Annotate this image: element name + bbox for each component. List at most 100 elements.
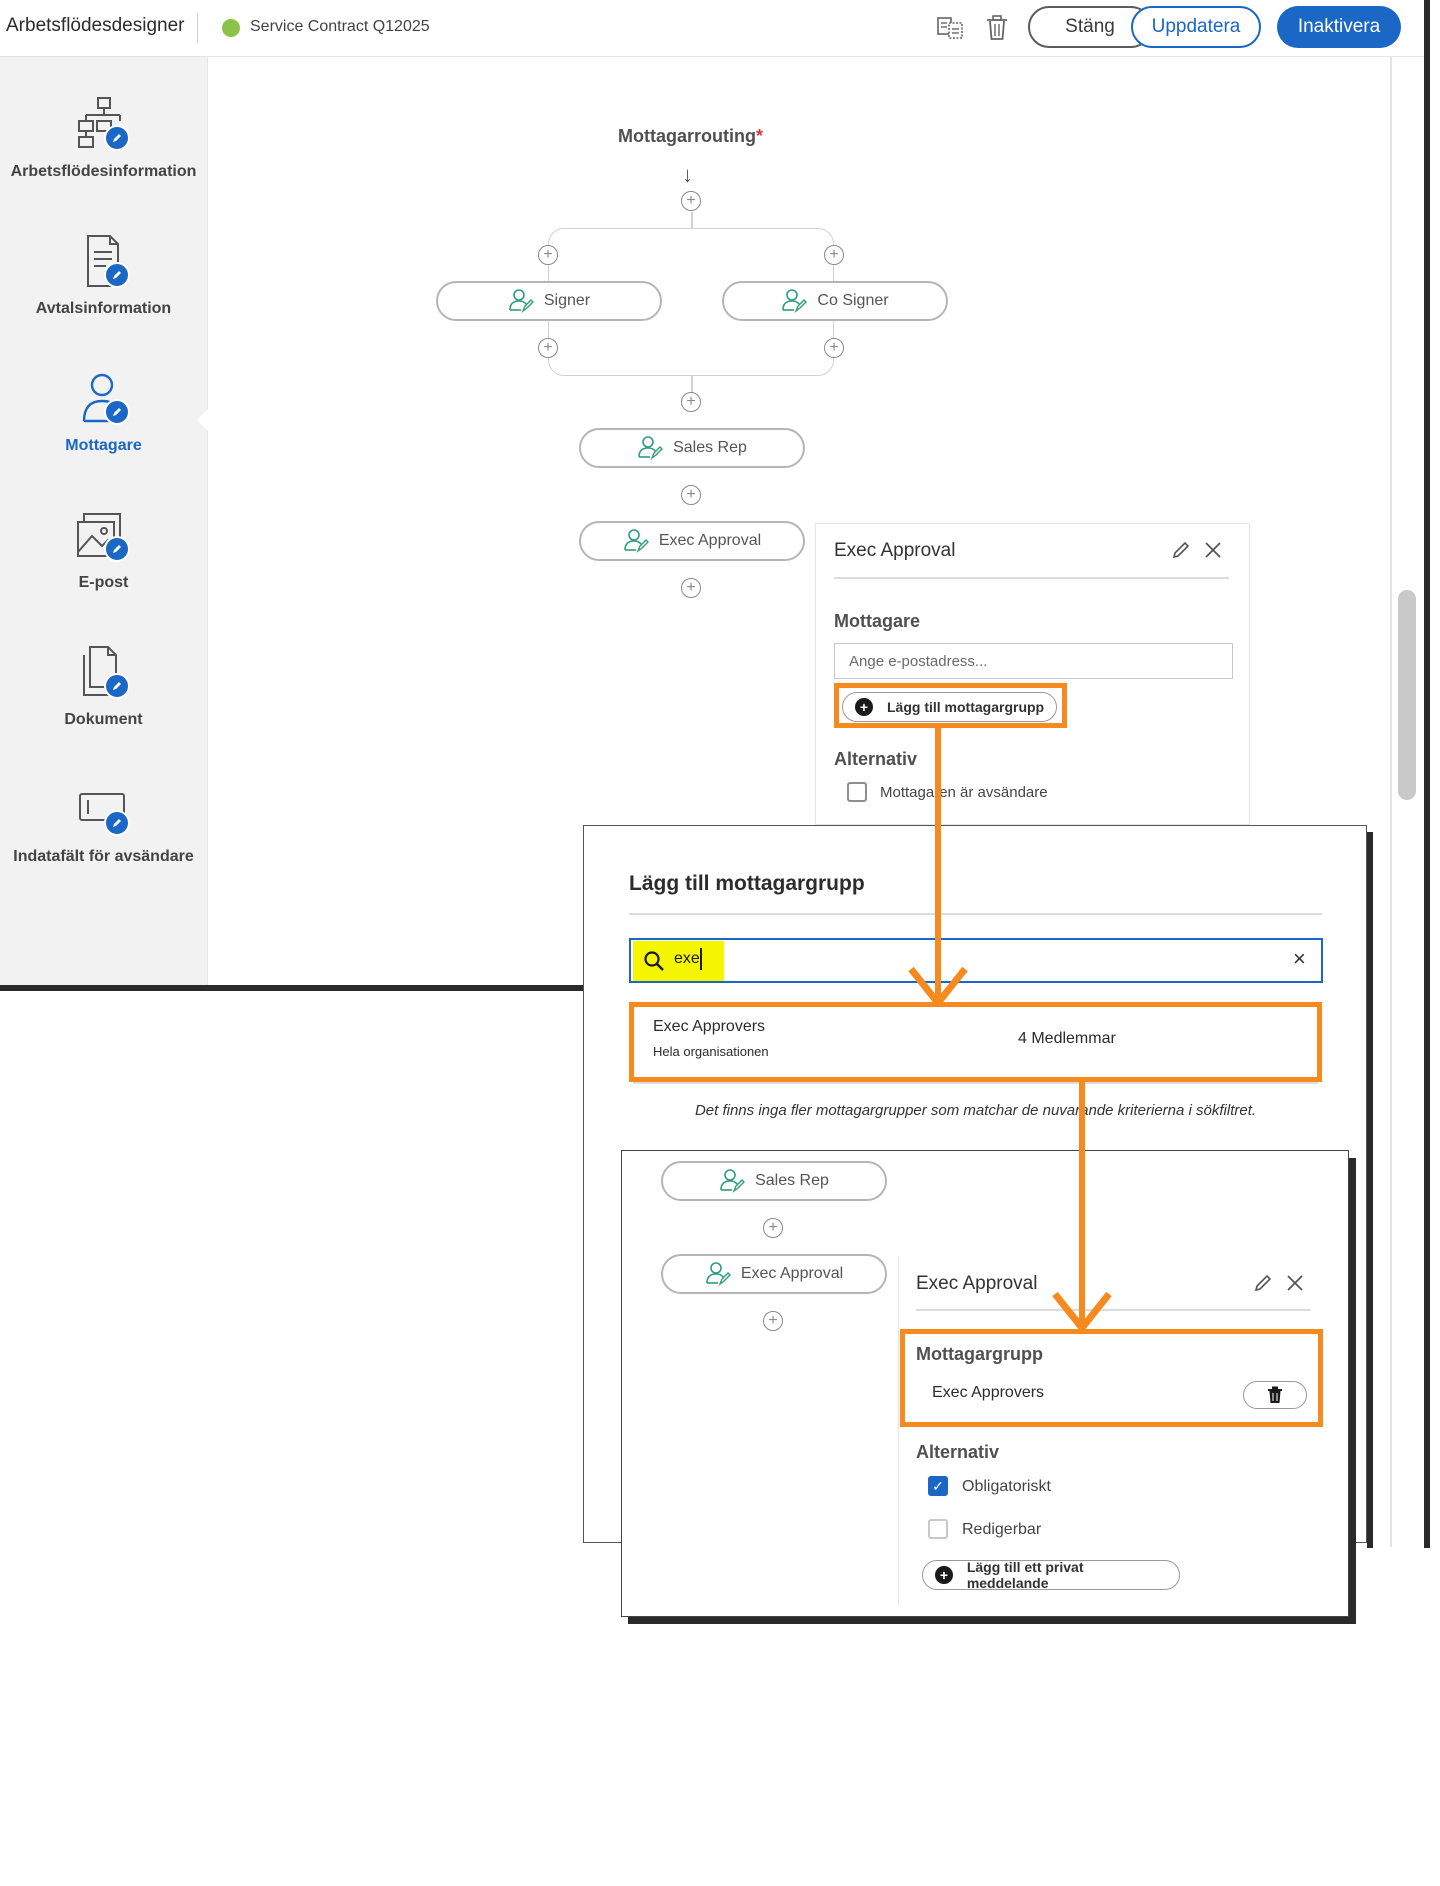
workflow-icon bbox=[74, 95, 134, 155]
add-step-icon[interactable]: + bbox=[763, 1218, 783, 1238]
node-exec-approval[interactable]: Exec Approval bbox=[579, 521, 805, 561]
annotation-box bbox=[900, 1329, 1323, 1427]
node-sales-rep[interactable]: Sales Rep bbox=[661, 1161, 887, 1201]
status-indicator bbox=[222, 19, 240, 37]
trash-icon bbox=[1268, 1386, 1282, 1403]
add-private-message-button[interactable]: + Lägg till ett privat meddelande bbox=[922, 1559, 1180, 1591]
sidebar-item-documents[interactable]: Dokument bbox=[0, 643, 207, 729]
annotation-arrow bbox=[935, 728, 941, 1000]
search-icon bbox=[643, 950, 665, 977]
add-step-icon[interactable]: + bbox=[763, 1311, 783, 1331]
node-label: Exec Approval bbox=[740, 1265, 844, 1282]
sidebar-item-label: Mottagare bbox=[65, 437, 142, 454]
update-button[interactable]: Uppdatera bbox=[1131, 6, 1261, 48]
button-label: Lägg till mottagargrupp bbox=[887, 699, 1045, 715]
recipient-icon bbox=[509, 289, 534, 314]
document-icon bbox=[74, 643, 134, 703]
scrollbar[interactable] bbox=[1398, 590, 1416, 800]
deactivate-button[interactable]: Inaktivera bbox=[1277, 6, 1401, 48]
sidebar-item-email[interactable]: E-post bbox=[0, 506, 207, 592]
divider bbox=[633, 1082, 1318, 1084]
connector bbox=[691, 212, 693, 228]
no-more-groups-text: Det finns inga fler mottagargrupper som … bbox=[694, 1102, 1257, 1119]
group-name: Exec Approvers bbox=[653, 1018, 766, 1035]
email-field[interactable]: Ange e-postadress... bbox=[834, 643, 1233, 679]
text-cursor bbox=[700, 948, 702, 970]
canvas-border bbox=[1390, 57, 1392, 1547]
node-co-signer[interactable]: Co Signer bbox=[722, 281, 948, 321]
recipient-group-heading: Mottagargrupp bbox=[916, 1344, 1043, 1364]
close-icon[interactable] bbox=[1285, 1273, 1305, 1298]
add-step-icon[interactable]: + bbox=[681, 485, 701, 505]
detail-shadow bbox=[628, 1617, 1356, 1624]
add-icon: + bbox=[855, 698, 873, 716]
sender-option-label: Mottagaren är avsändare bbox=[880, 784, 1048, 801]
add-step-icon[interactable]: + bbox=[681, 392, 701, 412]
sidebar-item-label: Avtalsinformation bbox=[35, 300, 172, 317]
search-highlight bbox=[633, 941, 724, 981]
add-step-icon[interactable]: + bbox=[824, 338, 844, 358]
dialog-title: Lägg till mottagargrupp bbox=[629, 872, 865, 895]
editable-option-label: Redigerbar bbox=[962, 1521, 1042, 1538]
node-exec-approval[interactable]: Exec Approval bbox=[661, 1254, 887, 1294]
button-label: Lägg till ett privat meddelande bbox=[966, 1559, 1084, 1591]
node-label: Sales Rep bbox=[755, 1172, 829, 1189]
active-indicator bbox=[197, 409, 208, 431]
sidebar-item-workflow-info[interactable]: Arbetsflödesinformation bbox=[0, 95, 207, 181]
assigned-group-name: Exec Approvers bbox=[932, 1384, 1045, 1401]
compare-icon[interactable] bbox=[937, 14, 965, 42]
divider bbox=[834, 577, 1229, 579]
group-recipient-panel bbox=[898, 1256, 1329, 1606]
add-step-icon[interactable]: + bbox=[824, 245, 844, 265]
group-search-input[interactable] bbox=[629, 938, 1323, 983]
arrow-down-icon: ↓ bbox=[682, 162, 693, 187]
editable-checkbox[interactable] bbox=[928, 1519, 948, 1539]
divider bbox=[916, 1309, 1311, 1311]
add-step-icon[interactable]: + bbox=[681, 578, 701, 598]
node-signer[interactable]: Signer bbox=[436, 281, 662, 321]
app-title: Arbetsflödesdesigner bbox=[6, 15, 185, 36]
window-shadow bbox=[1424, 0, 1430, 1548]
group-scope: Hela organisationen bbox=[653, 1044, 769, 1059]
divider bbox=[629, 913, 1322, 915]
routing-title: Mottagarrouting* bbox=[618, 126, 763, 146]
detail-shadow bbox=[1349, 1158, 1356, 1624]
sender-checkbox[interactable] bbox=[847, 782, 867, 802]
edit-icon[interactable] bbox=[1171, 540, 1191, 565]
node-label: Exec Approval bbox=[658, 532, 762, 549]
annotation-box bbox=[629, 1002, 1322, 1082]
close-icon[interactable] bbox=[1203, 540, 1223, 565]
email-icon bbox=[74, 506, 134, 566]
remove-group-button[interactable] bbox=[1243, 1381, 1307, 1409]
recipient-icon bbox=[74, 369, 134, 429]
node-label: Co Signer bbox=[817, 292, 889, 309]
dialog-shadow bbox=[1367, 832, 1373, 1548]
clear-search-icon[interactable]: × bbox=[1293, 946, 1306, 971]
connector bbox=[691, 376, 693, 398]
required-option-label: Obligatoriskt bbox=[962, 1478, 1051, 1495]
panel-title: Exec Approval bbox=[834, 540, 956, 561]
options-heading: Alternativ bbox=[834, 749, 918, 769]
add-step-icon[interactable]: + bbox=[538, 338, 558, 358]
recipient-icon bbox=[782, 289, 808, 314]
sidebar-item-sender-fields[interactable]: Indatafält för avsändare bbox=[0, 780, 207, 866]
node-label: Signer bbox=[543, 292, 591, 309]
sidebar-item-recipients[interactable]: Mottagare bbox=[0, 369, 207, 455]
add-step-icon[interactable]: + bbox=[681, 191, 701, 211]
required-checkbox[interactable]: ✓ bbox=[928, 1476, 948, 1496]
recipient-icon bbox=[720, 1169, 746, 1194]
sidebar-item-agreement-info[interactable]: Avtalsinformation bbox=[0, 232, 207, 318]
add-icon: + bbox=[935, 1566, 953, 1584]
recipient-icon bbox=[624, 529, 649, 554]
close-button[interactable]: Stäng bbox=[1028, 6, 1152, 48]
add-step-icon[interactable]: + bbox=[538, 245, 558, 265]
node-sales-rep[interactable]: Sales Rep bbox=[579, 428, 805, 468]
node-label: Sales Rep bbox=[673, 439, 747, 456]
agreement-icon bbox=[74, 232, 134, 292]
recipient-icon bbox=[638, 436, 664, 461]
sidebar-item-label: Dokument bbox=[64, 711, 143, 728]
add-recipient-group-button[interactable]: + Lägg till mottagargrupp bbox=[842, 692, 1058, 722]
trash-icon[interactable] bbox=[983, 14, 1011, 42]
edit-icon[interactable] bbox=[1253, 1273, 1273, 1298]
sidebar-item-label: Indatafält för avsändare bbox=[13, 848, 194, 865]
